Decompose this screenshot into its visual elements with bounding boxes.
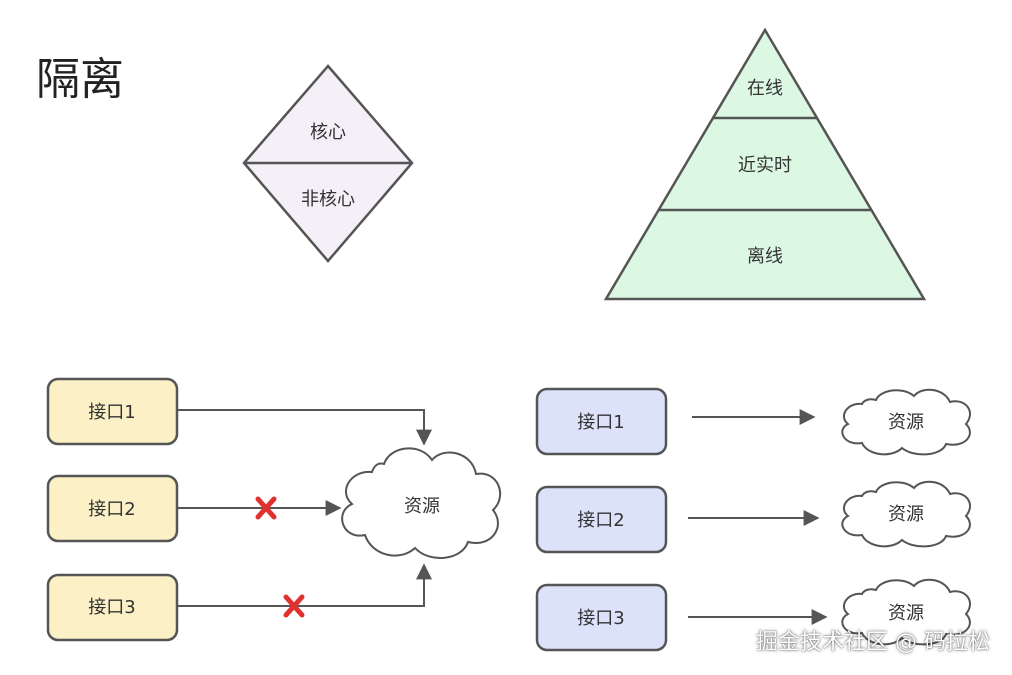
- interface-label: 接口3: [577, 608, 624, 629]
- resource-cloud: [841, 480, 971, 548]
- interface-box: [535, 583, 668, 652]
- interface-box: [535, 387, 668, 456]
- pyramid-shape: [603, 27, 927, 301]
- interface-box: [46, 573, 179, 642]
- cross-icon: [283, 594, 305, 618]
- interface-box: [535, 485, 668, 554]
- resource-label: 资源: [888, 504, 924, 525]
- cross-icon: [255, 496, 277, 520]
- resource-label: 资源: [888, 412, 924, 433]
- pyramid-level-online: 在线: [747, 78, 783, 99]
- watermark: 掘金技术社区 @ 码拉松: [756, 630, 990, 655]
- interface-label: 接口2: [88, 499, 135, 520]
- interface-label: 接口2: [577, 510, 624, 531]
- pyramid-level-near-realtime: 近实时: [738, 155, 792, 176]
- resource-label: 资源: [888, 603, 924, 624]
- interface-box: [46, 377, 179, 446]
- shared-resource-group: 接口1 接口2 接口3 资源: [46, 377, 502, 642]
- resource-cloud: [841, 578, 971, 646]
- diamond-bottom-label: 非核心: [301, 189, 355, 210]
- connector-arrow: [178, 563, 432, 607]
- resource-cloud: [341, 447, 502, 560]
- latency-pyramid: 在线 近实时 离线: [603, 27, 927, 301]
- interface-label: 接口1: [88, 402, 135, 423]
- interface-label: 接口1: [577, 412, 624, 433]
- interface-box: [46, 474, 179, 543]
- diamond-top-label: 核心: [310, 122, 346, 143]
- core-diamond: 核心 非核心: [242, 64, 414, 263]
- pyramid-level-offline: 离线: [747, 246, 783, 267]
- resource-cloud: [841, 388, 971, 456]
- interface-label: 接口3: [88, 597, 135, 618]
- resource-label: 资源: [404, 496, 440, 517]
- connector-arrow: [178, 409, 432, 446]
- page-title: 隔离: [36, 54, 124, 105]
- isolated-resource-group: 接口1 接口2 接口3 资源 资源 资源: [535, 387, 971, 652]
